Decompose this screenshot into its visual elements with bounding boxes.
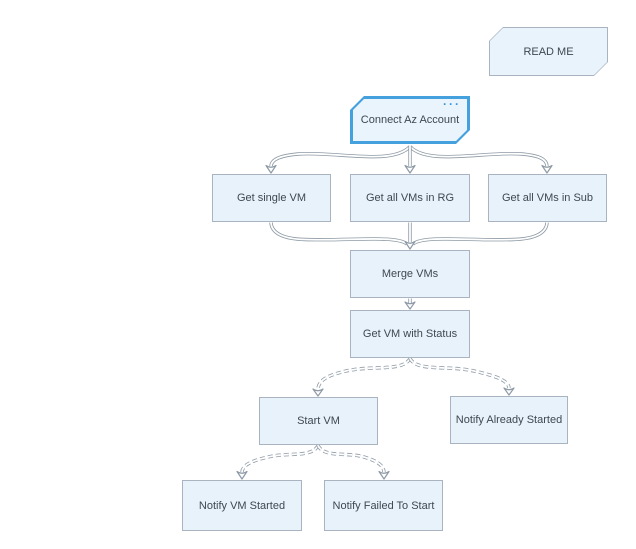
connector-merge-to-get-vm-with-status[interactable] bbox=[404, 298, 416, 310]
node-notify-vm-started[interactable]: Notify VM Started bbox=[182, 480, 302, 531]
node-read-me-border bbox=[489, 27, 608, 76]
node-get-all-vms-in-rg-label: Get all VMs in RG bbox=[365, 192, 455, 204]
connector-start-vm-to-notify-failed-to-start[interactable] bbox=[316, 444, 390, 480]
connector-connect-to-get-single-vm[interactable] bbox=[265, 145, 412, 174]
node-merge-vms[interactable]: Merge VMs bbox=[350, 250, 470, 298]
node-get-single-vm[interactable]: Get single VM bbox=[212, 174, 331, 222]
node-connect-az-account[interactable]: Connect Az Account ··· bbox=[350, 96, 470, 144]
node-notify-failed-to-start[interactable]: Notify Failed To Start bbox=[324, 480, 443, 531]
node-read-me[interactable]: READ ME bbox=[489, 27, 608, 76]
connector-get-all-vms-in-sub-to-merge[interactable] bbox=[411, 222, 549, 246]
node-connect-az-account-label: Connect Az Account bbox=[360, 114, 460, 126]
connector-status-to-notify-already-started[interactable] bbox=[408, 357, 515, 396]
node-merge-vms-label: Merge VMs bbox=[381, 268, 439, 280]
node-start-vm-label: Start VM bbox=[297, 415, 340, 427]
node-get-vm-with-status-label: Get VM with Status bbox=[362, 328, 458, 340]
connector-start-vm-to-notify-vm-started[interactable] bbox=[236, 444, 320, 480]
node-notify-already-started-label: Notify Already Started bbox=[455, 414, 563, 426]
connector-status-to-start-vm[interactable] bbox=[312, 357, 412, 397]
node-notify-failed-to-start-label: Notify Failed To Start bbox=[332, 499, 435, 512]
connector-connect-to-get-all-vms-in-rg[interactable] bbox=[404, 146, 416, 174]
ellipsis-menu-icon[interactable]: ··· bbox=[443, 97, 461, 111]
node-get-vm-with-status[interactable]: Get VM with Status bbox=[350, 310, 470, 358]
node-read-me-label: READ ME bbox=[523, 45, 574, 58]
node-get-all-vms-in-rg[interactable]: Get all VMs in RG bbox=[350, 174, 470, 222]
node-notify-vm-started-label: Notify VM Started bbox=[198, 499, 286, 512]
node-get-single-vm-label: Get single VM bbox=[236, 192, 307, 204]
connector-connect-to-get-all-vms-in-sub[interactable] bbox=[408, 145, 553, 174]
connector-get-single-vm-to-merge[interactable] bbox=[269, 222, 409, 246]
node-start-vm[interactable]: Start VM bbox=[259, 397, 378, 445]
node-get-all-vms-in-sub[interactable]: Get all VMs in Sub bbox=[488, 174, 607, 222]
connector-get-all-vms-in-rg-to-merge[interactable] bbox=[404, 222, 416, 250]
node-connect-az-account-border bbox=[350, 96, 470, 144]
node-notify-already-started[interactable]: Notify Already Started bbox=[450, 396, 568, 444]
node-get-all-vms-in-sub-label: Get all VMs in Sub bbox=[501, 192, 594, 204]
